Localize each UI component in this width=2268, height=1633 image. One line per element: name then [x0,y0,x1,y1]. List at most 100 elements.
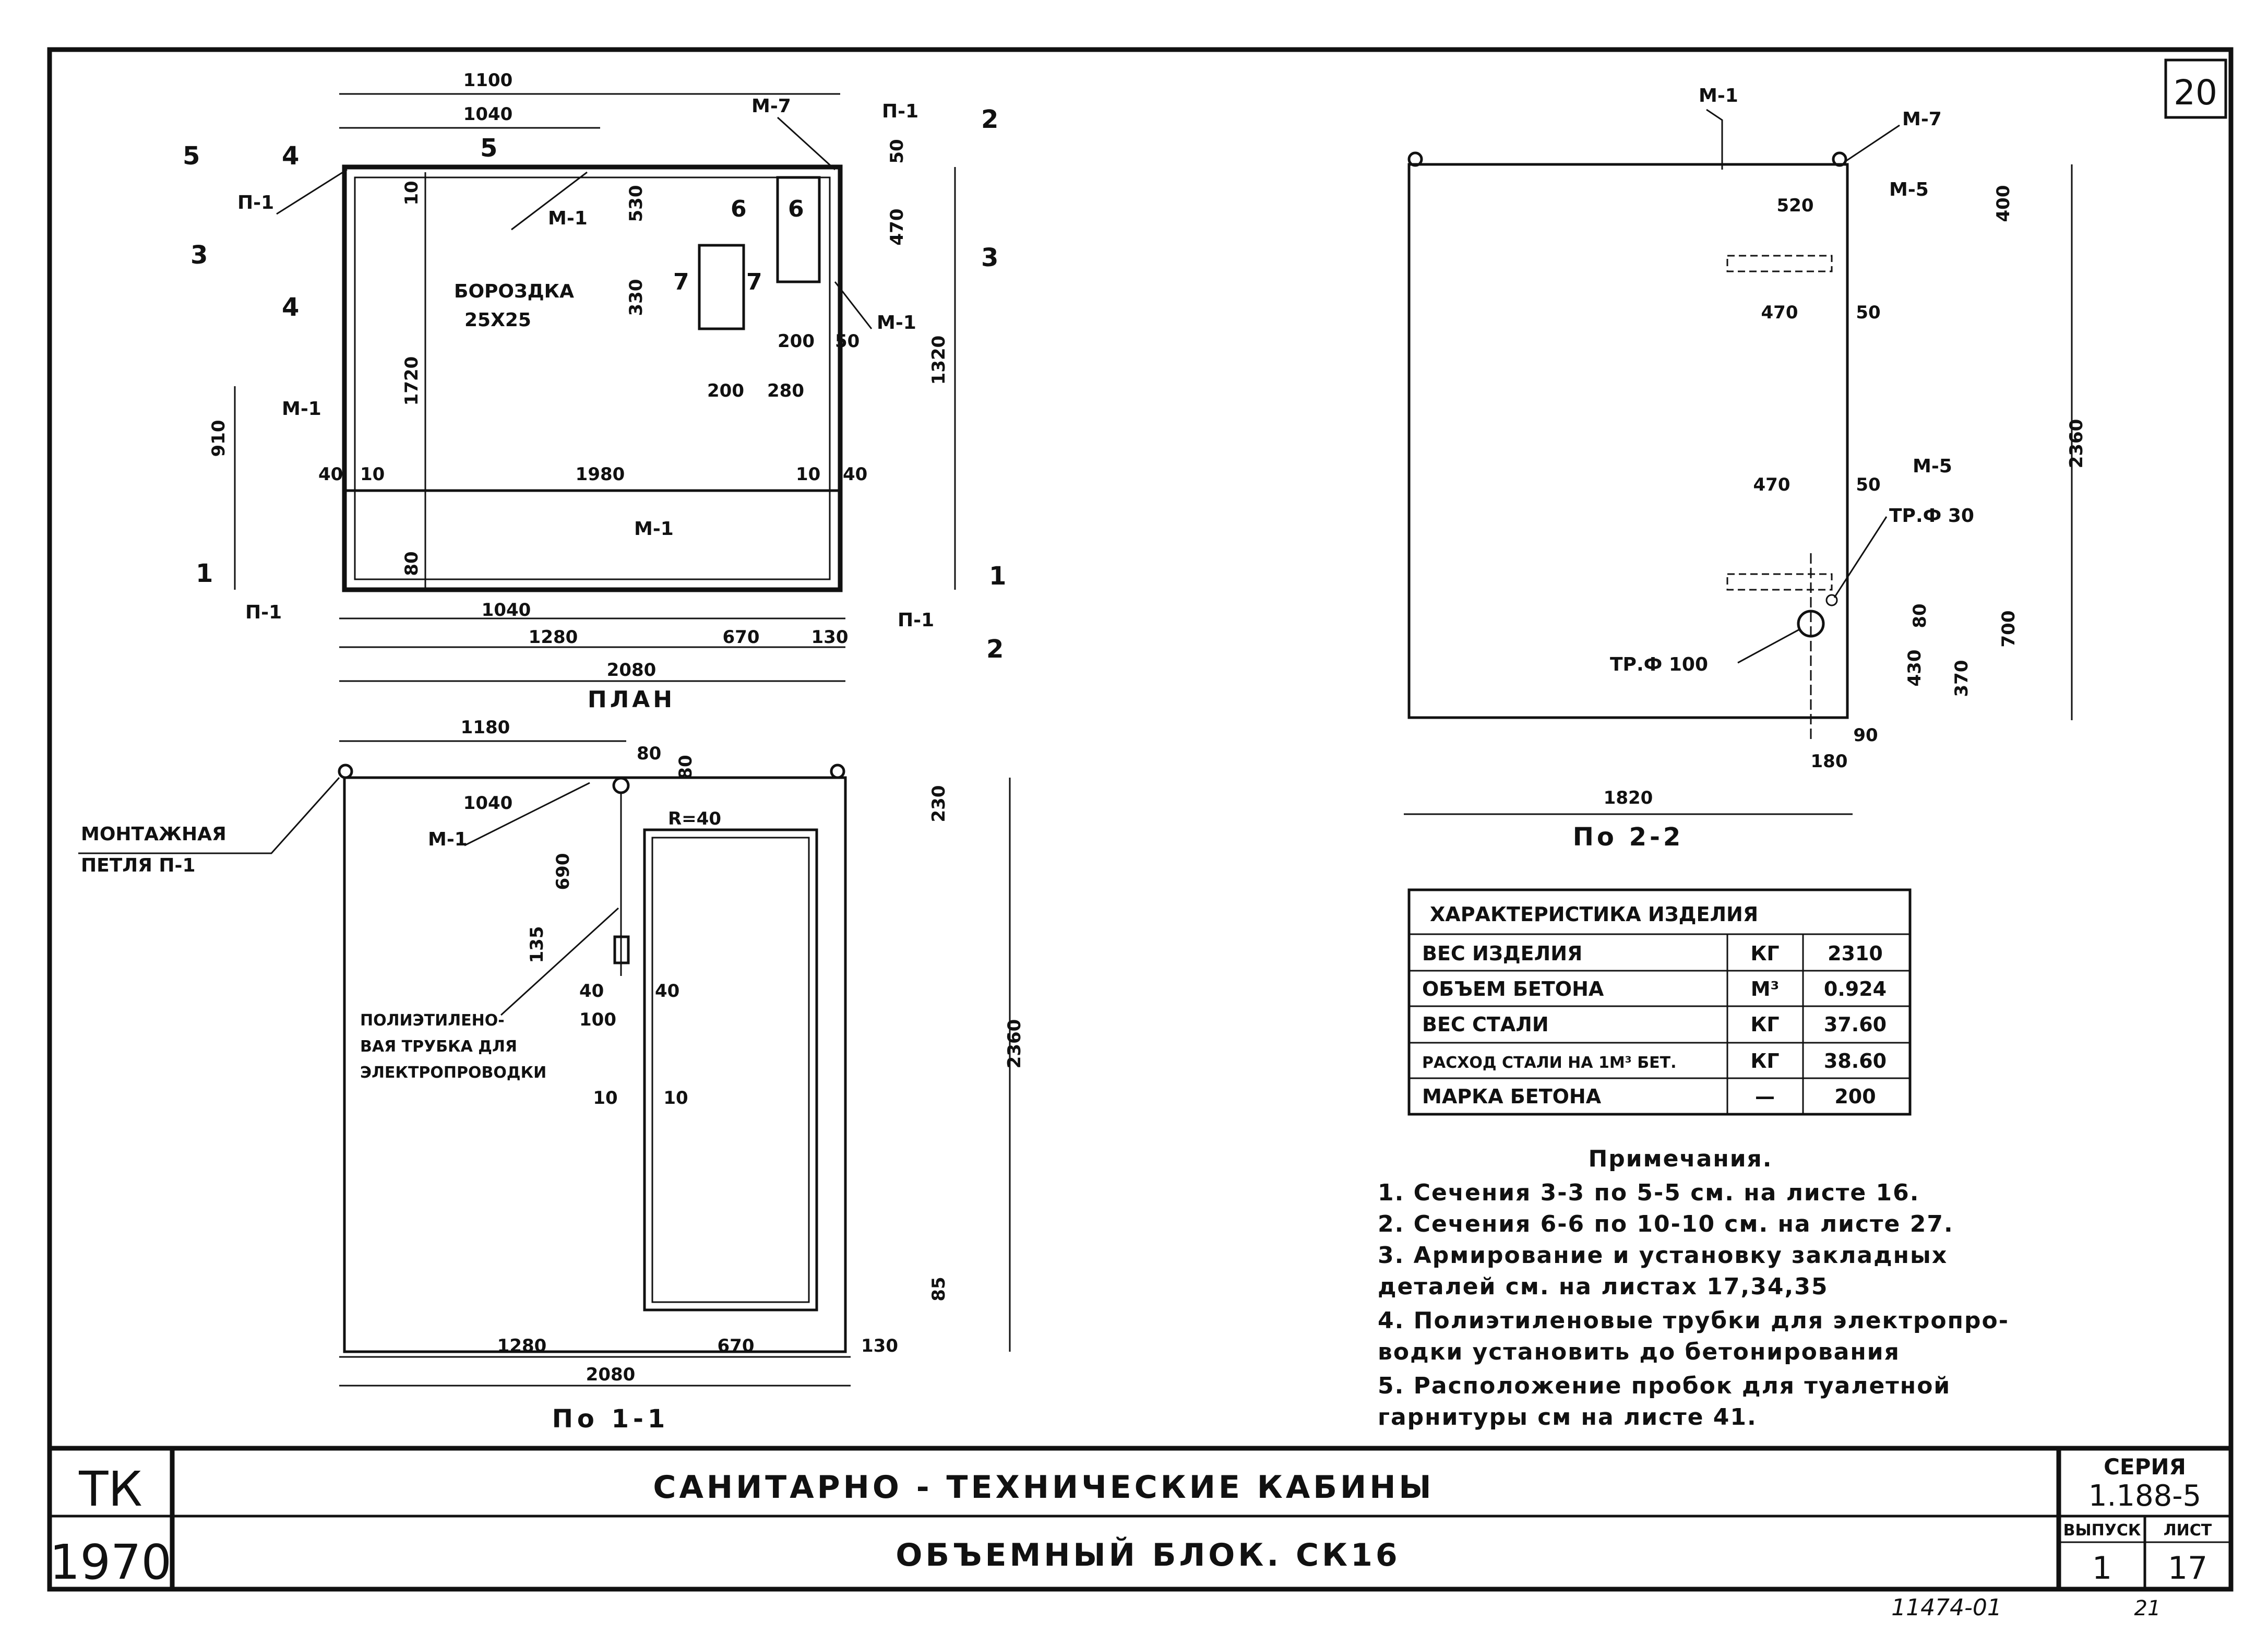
spec-row-4-unit: КГ [1750,1050,1779,1072]
plan-dim-910: 910 [208,420,229,457]
plan-leader-m1-right [834,281,873,329]
spec-table: ХАРАКТЕРИСТИКА ИЗДЕЛИЯ ВЕС ИЗДЕЛИЯ КГ 23… [1407,888,1912,1116]
plan-dim-330: 330 [626,279,647,316]
spec-table-border [1407,888,1912,1116]
s11-loop-leader [78,777,340,854]
s11-dim-135: 135 [527,926,547,963]
s22-dim-50-upper: 50 [1856,302,1880,323]
plan-dim-10-top: 10 [401,181,422,205]
s11-dim-40-a: 40 [579,981,604,1002]
plan-dim-2080: 2080 [607,660,656,681]
s22-leader-pipe30 [1833,516,1888,598]
s11-dim-2080: 2080 [586,1364,636,1385]
plan-title: ПЛАН [588,686,675,713]
spec-row-5-unit: — [1755,1085,1775,1108]
spec-row-3-value: 37.60 [1824,1013,1887,1036]
plan-section-mark-1-right: 1 [989,562,1006,591]
spec-row-5-value: 200 [1834,1085,1876,1108]
sheet-number-box [2164,58,2227,119]
spec-row-2-value: 0.924 [1824,978,1887,1000]
s22-title: По 2-2 [1573,823,1684,852]
note-5b: гарнитуры см на листе 41. [1378,1404,1757,1431]
spec-row-4-name: РАСХОД СТАЛИ НА 1М³ БЕТ. [1422,1054,1677,1072]
plan-leader-m7 [777,116,836,171]
tb-issue: 1 [2092,1550,2112,1587]
plan-label-m7: М-7 [751,96,791,117]
footer-stamp: 11474-01 [1891,1594,2002,1621]
plan-section-mark-2-top: 2 [981,105,998,134]
s22-label-pipe100: ТР.Ф 100 [1610,654,1708,675]
s22-dim-2360: 2360 [2066,419,2087,469]
plan-label-p1-bottom-left: П-1 [245,602,282,623]
plan-dim-530: 530 [626,185,647,222]
tb-issue-label: ВЫПУСК [2063,1521,2141,1540]
s11-dim-690: 690 [553,853,574,890]
plan-section-mark-2-bottom: 2 [986,635,1004,664]
s11-dim-r40: R=40 [668,808,721,829]
tb-subtitle: ОБЪЕМНЫЙ БЛОК. СК16 [896,1536,1400,1574]
plan-dim-1980: 1980 [576,464,625,485]
plan-dim-40-left: 40 [318,464,343,485]
plan-dim-670: 670 [723,627,760,648]
spec-row-1-unit: КГ [1750,942,1779,965]
plan-dim-50: 50 [835,331,860,352]
spec-header: ХАРАКТЕРИСТИКА ИЗДЕЛИЯ [1430,903,1758,926]
note-5a: 5. Расположение пробок для туалетной [1378,1373,1951,1399]
s11-tube-label-2: ВАЯ ТРУБКА ДЛЯ [360,1038,517,1056]
s11-dim-1280: 1280 [497,1336,547,1356]
note-2: 2. Сечения 6-6 по 10-10 см. на листе 27. [1378,1211,1954,1237]
plan-label-m1-bottom: М-1 [634,518,674,540]
plan-opening-6 [776,176,821,283]
plan-opening-7 [698,244,745,330]
plan-label-m1-left: М-1 [282,398,321,420]
s11-door-inner [651,837,810,1303]
s11-socket [613,935,630,964]
plan-inner-wall [354,176,831,580]
s22-dim-470: 470 [1761,302,1798,323]
plan-dim-80: 80 [401,551,422,576]
plan-section-mark-7-b: 7 [746,269,762,295]
note-1: 1. Сечения 3-3 по 5-5 см. на листе 16. [1378,1179,1919,1206]
s11-dim-85: 85 [928,1277,949,1301]
s22-dim-50-lower: 50 [1856,474,1880,495]
spec-row-2-unit: М³ [1751,978,1779,1000]
tb-sheet-label: ЛИСТ [2164,1521,2212,1540]
s11-dim-80-b: 80 [675,755,696,779]
s22-dim-470-lower: 470 [1753,474,1790,495]
plan-dim-1100: 1100 [463,70,513,91]
plan-section-mark-4-left: 4 [282,293,299,322]
s11-dim-1180: 1180 [461,717,510,738]
plan-dim-50-top: 50 [887,139,908,163]
plan-dim-10-right: 10 [796,464,820,485]
plan-leader-m1-top [511,171,588,231]
s11-dim-10-b: 10 [663,1088,688,1108]
s11-dim-100: 100 [579,1009,616,1030]
notes-title: Примечания. [1588,1146,1772,1172]
s22-embed-upper [1726,255,1833,272]
spec-row-1-value: 2310 [1828,942,1883,965]
plan-dim-470: 470 [887,209,908,246]
s11-dim-230: 230 [928,785,949,823]
plan-label-p1-top-left: П-1 [237,192,274,213]
plan-dim-200-b: 200 [707,380,744,401]
s22-dim-90: 90 [1853,725,1878,746]
plan-leader-p1-tl [276,169,348,215]
s22-label-m1: М-1 [1699,85,1738,106]
plan-dim-200-a: 200 [778,331,815,352]
plan-dim-1720: 1720 [401,356,422,406]
s11-loop-right [830,764,845,779]
plan-dim-1280: 1280 [529,627,578,648]
plan-section-mark-3-left: 3 [190,241,208,270]
sheet-number: 20 [2174,73,2217,113]
tb-series-label: СЕРИЯ [2104,1454,2186,1480]
s22-dim-400: 400 [1993,185,2014,222]
spec-row-4-value: 38.60 [1824,1050,1887,1072]
s11-dim-10-a: 10 [593,1088,617,1108]
s22-label-m7: М-7 [1902,109,1942,130]
plan-section-mark-3-right: 3 [981,243,998,272]
plan-dim-280: 280 [767,380,804,401]
s22-label-pipe30: ТР.Ф 30 [1889,505,1974,527]
notes-block: Примечания. 1. Сечения 3-3 по 5-5 см. на… [1378,1146,2008,1431]
s22-pipe-30 [1825,594,1838,606]
